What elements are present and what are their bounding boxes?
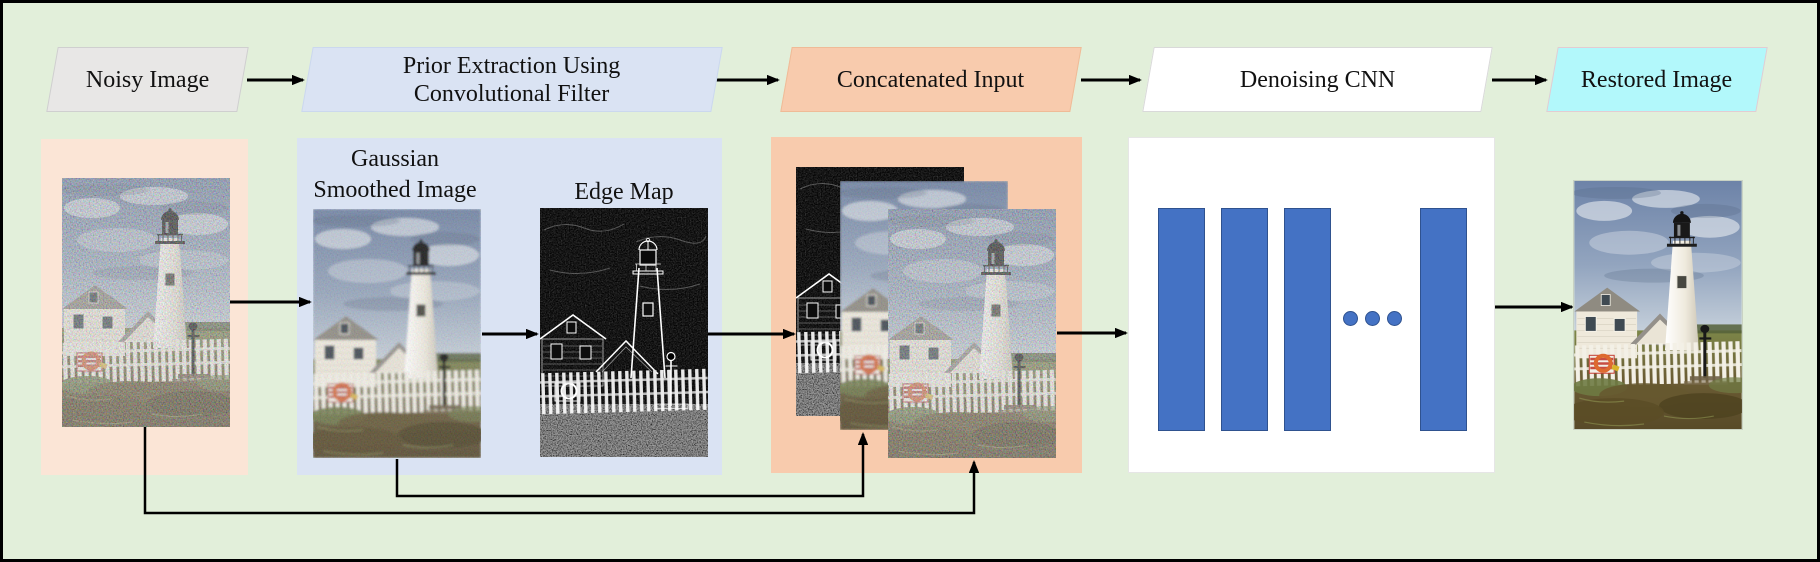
step-cnn-label: Denoising CNN <box>1239 66 1396 93</box>
cnn-layer-bar <box>1284 208 1331 431</box>
label-gaussian-line1: Gaussian <box>351 146 439 172</box>
step-noisy-image: Noisy Image <box>46 47 249 112</box>
step-denoising-cnn: Denoising CNN <box>1142 47 1493 112</box>
concat-noisy-thumbnail <box>888 209 1056 458</box>
step-restored-label: Restored Image <box>1581 66 1733 93</box>
cnn-ellipsis-dot <box>1342 311 1358 326</box>
step-prior-label-line2: Convolutional Filter <box>414 80 610 107</box>
cnn-layer-bar <box>1221 208 1268 431</box>
cnn-layer-bar <box>1420 208 1467 431</box>
route-noisy-to-concat-front <box>143 427 980 515</box>
cnn-ellipsis-dot <box>1386 311 1402 326</box>
label-gaussian-smoothed: Gaussian Smoothed Image <box>275 144 515 206</box>
step-noisy-label: Noisy Image <box>85 66 210 93</box>
route-smoothed-to-concat-middle <box>395 432 869 498</box>
edge-map-thumbnail <box>540 208 708 457</box>
step-concatenated-input: Concatenated Input <box>780 47 1082 112</box>
noisy-image-thumbnail <box>62 178 230 427</box>
step-prior-label: Prior Extraction Using Convolutional Fil… <box>403 52 620 108</box>
label-gaussian-line2: Smoothed Image <box>313 177 477 203</box>
cnn-ellipsis-dot <box>1364 311 1380 326</box>
gaussian-smoothed-thumbnail <box>313 209 481 458</box>
step-restored-image: Restored Image <box>1546 47 1768 112</box>
step-concat-label: Concatenated Input <box>837 66 1025 93</box>
step-prior-extraction: Prior Extraction Using Convolutional Fil… <box>301 47 723 112</box>
restored-image-thumbnail <box>1573 180 1743 430</box>
step-prior-label-line1: Prior Extraction Using <box>403 52 621 79</box>
cnn-layer-bar <box>1158 208 1205 431</box>
label-edge-map: Edge Map <box>574 179 674 205</box>
